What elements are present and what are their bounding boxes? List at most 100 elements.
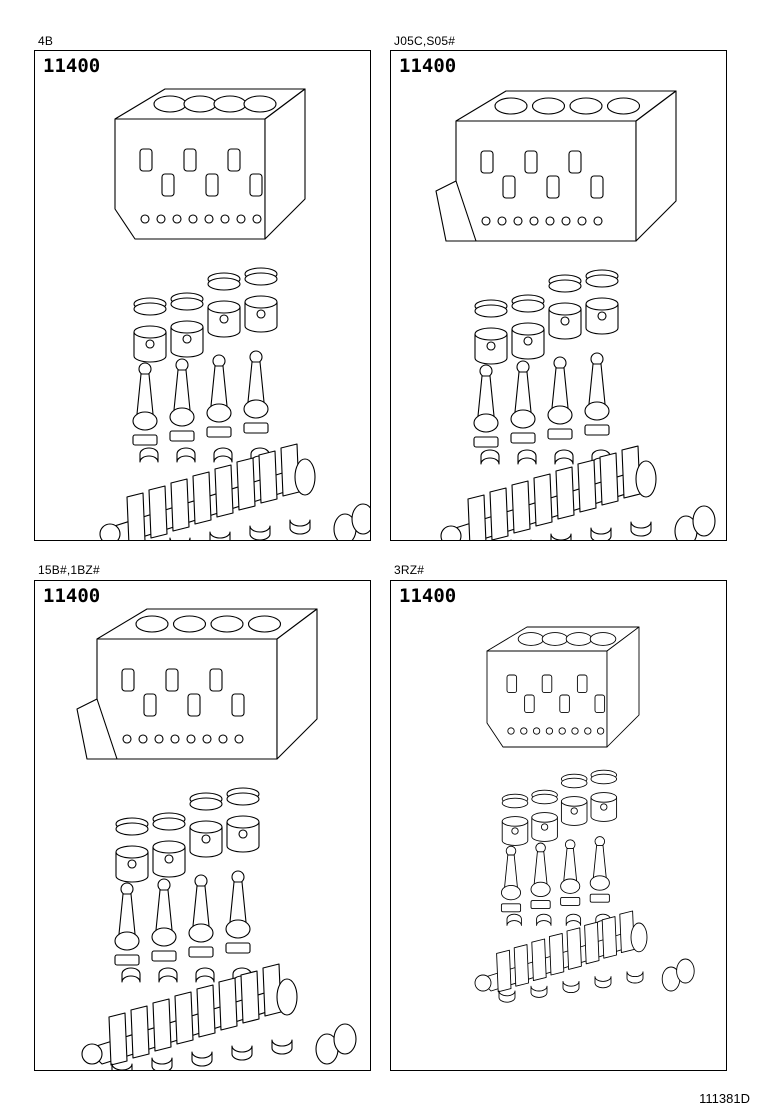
main-bearing — [249, 525, 271, 540]
panel-caption-j05c: J05C,S05# — [394, 34, 456, 48]
main-bearing — [626, 971, 644, 984]
cylinder-block — [76, 608, 318, 760]
cylinder-bore — [210, 615, 244, 633]
piston-ring — [531, 793, 558, 805]
piston-ring — [244, 272, 278, 286]
crank-web — [566, 927, 582, 970]
piston-ring — [585, 274, 619, 288]
crank-web — [584, 921, 600, 965]
connecting-rod — [530, 842, 551, 910]
piston — [560, 773, 588, 826]
crank-web — [240, 970, 260, 1024]
piston-ring — [511, 299, 545, 313]
crank-web — [599, 452, 619, 506]
exploded-view — [99, 88, 370, 540]
cylinder-bore — [183, 95, 217, 113]
crank-web — [531, 938, 547, 982]
bearing-shell — [139, 447, 159, 463]
crankshaft — [474, 910, 648, 993]
parts-panel-4b[interactable]: 11400 — [34, 50, 371, 541]
crank-web — [513, 944, 530, 987]
crank-web — [236, 457, 256, 511]
connecting-rod — [132, 362, 158, 446]
piston — [152, 812, 186, 878]
connecting-rod — [114, 882, 140, 966]
main-bearing — [169, 537, 191, 540]
crank-web — [170, 478, 190, 532]
crank-web — [258, 450, 278, 504]
piston-ring — [115, 822, 149, 836]
main-bearing — [151, 1057, 173, 1070]
crank-web — [489, 487, 509, 540]
thrust-washer — [351, 503, 370, 535]
cylinder-bore — [243, 95, 277, 113]
cylinder-bore — [153, 95, 187, 113]
connecting-rod — [169, 358, 195, 442]
cylinder-bore — [213, 95, 247, 113]
cylinder-bore — [172, 615, 207, 633]
piston-ring — [152, 817, 186, 831]
cylinder-bore — [517, 632, 545, 646]
illustration-id: 111381D — [699, 1091, 750, 1106]
main-bearing — [498, 990, 516, 1003]
piston — [501, 793, 529, 846]
connecting-rod — [510, 360, 536, 444]
piston — [170, 292, 204, 358]
connecting-rod — [188, 874, 214, 958]
bearing-shell — [536, 913, 552, 926]
bearing-shell — [195, 967, 215, 983]
piston-ring — [590, 773, 618, 785]
main-bearing — [562, 980, 580, 993]
connecting-rod — [560, 839, 581, 906]
piston-ring — [548, 279, 582, 293]
piston — [244, 267, 278, 333]
crank-web — [467, 494, 487, 540]
parts-panel-j05c[interactable]: 11400 — [390, 50, 727, 541]
parts-panel-3rz[interactable]: 11400 — [390, 580, 727, 1071]
parts-panel-15b[interactable]: 11400 — [34, 580, 371, 1071]
main-bearing — [209, 531, 231, 540]
panel-caption-3rz: 3RZ# — [394, 563, 425, 577]
cylinder-block — [435, 90, 677, 242]
thrust-washer — [676, 958, 695, 984]
piston-ring — [226, 792, 260, 806]
bearing-shell — [176, 447, 196, 463]
connecting-rod — [589, 836, 610, 903]
crank-web — [174, 991, 194, 1045]
bearing-shell — [121, 967, 141, 983]
crank-web — [511, 480, 531, 534]
bearing-shell — [506, 913, 522, 926]
cylinder-block — [114, 88, 306, 240]
crank-web — [548, 932, 565, 976]
piston — [474, 299, 508, 365]
piston-ring — [189, 797, 223, 811]
piston — [226, 787, 260, 853]
bearing-shell — [480, 449, 500, 465]
main-bearing — [271, 1039, 293, 1055]
bearing-shell — [517, 449, 537, 465]
piston — [511, 294, 545, 360]
part-number: 11400 — [43, 585, 101, 607]
cylinder-bore — [569, 97, 603, 115]
main-bearing — [231, 1045, 253, 1061]
crank-web — [218, 977, 238, 1031]
crank-web — [108, 1012, 128, 1066]
crank-web — [148, 485, 168, 539]
main-bearing — [111, 1063, 133, 1070]
cylinder-bore — [247, 615, 282, 633]
connecting-rod — [206, 354, 232, 438]
piston — [189, 792, 223, 858]
connecting-rod — [151, 878, 177, 962]
crank-web — [130, 1005, 150, 1059]
cylinder-bore — [531, 97, 566, 115]
main-bearing — [191, 1051, 213, 1067]
exploded-view — [435, 90, 716, 540]
engine-block-assembly-drawing — [435, 90, 716, 540]
crank-web — [214, 464, 234, 518]
bearing-shell — [565, 913, 582, 926]
piston — [115, 817, 149, 883]
cylinder-bore — [135, 615, 169, 633]
piston — [590, 769, 618, 822]
piston-ring — [170, 297, 204, 311]
main-bearing — [590, 527, 612, 540]
